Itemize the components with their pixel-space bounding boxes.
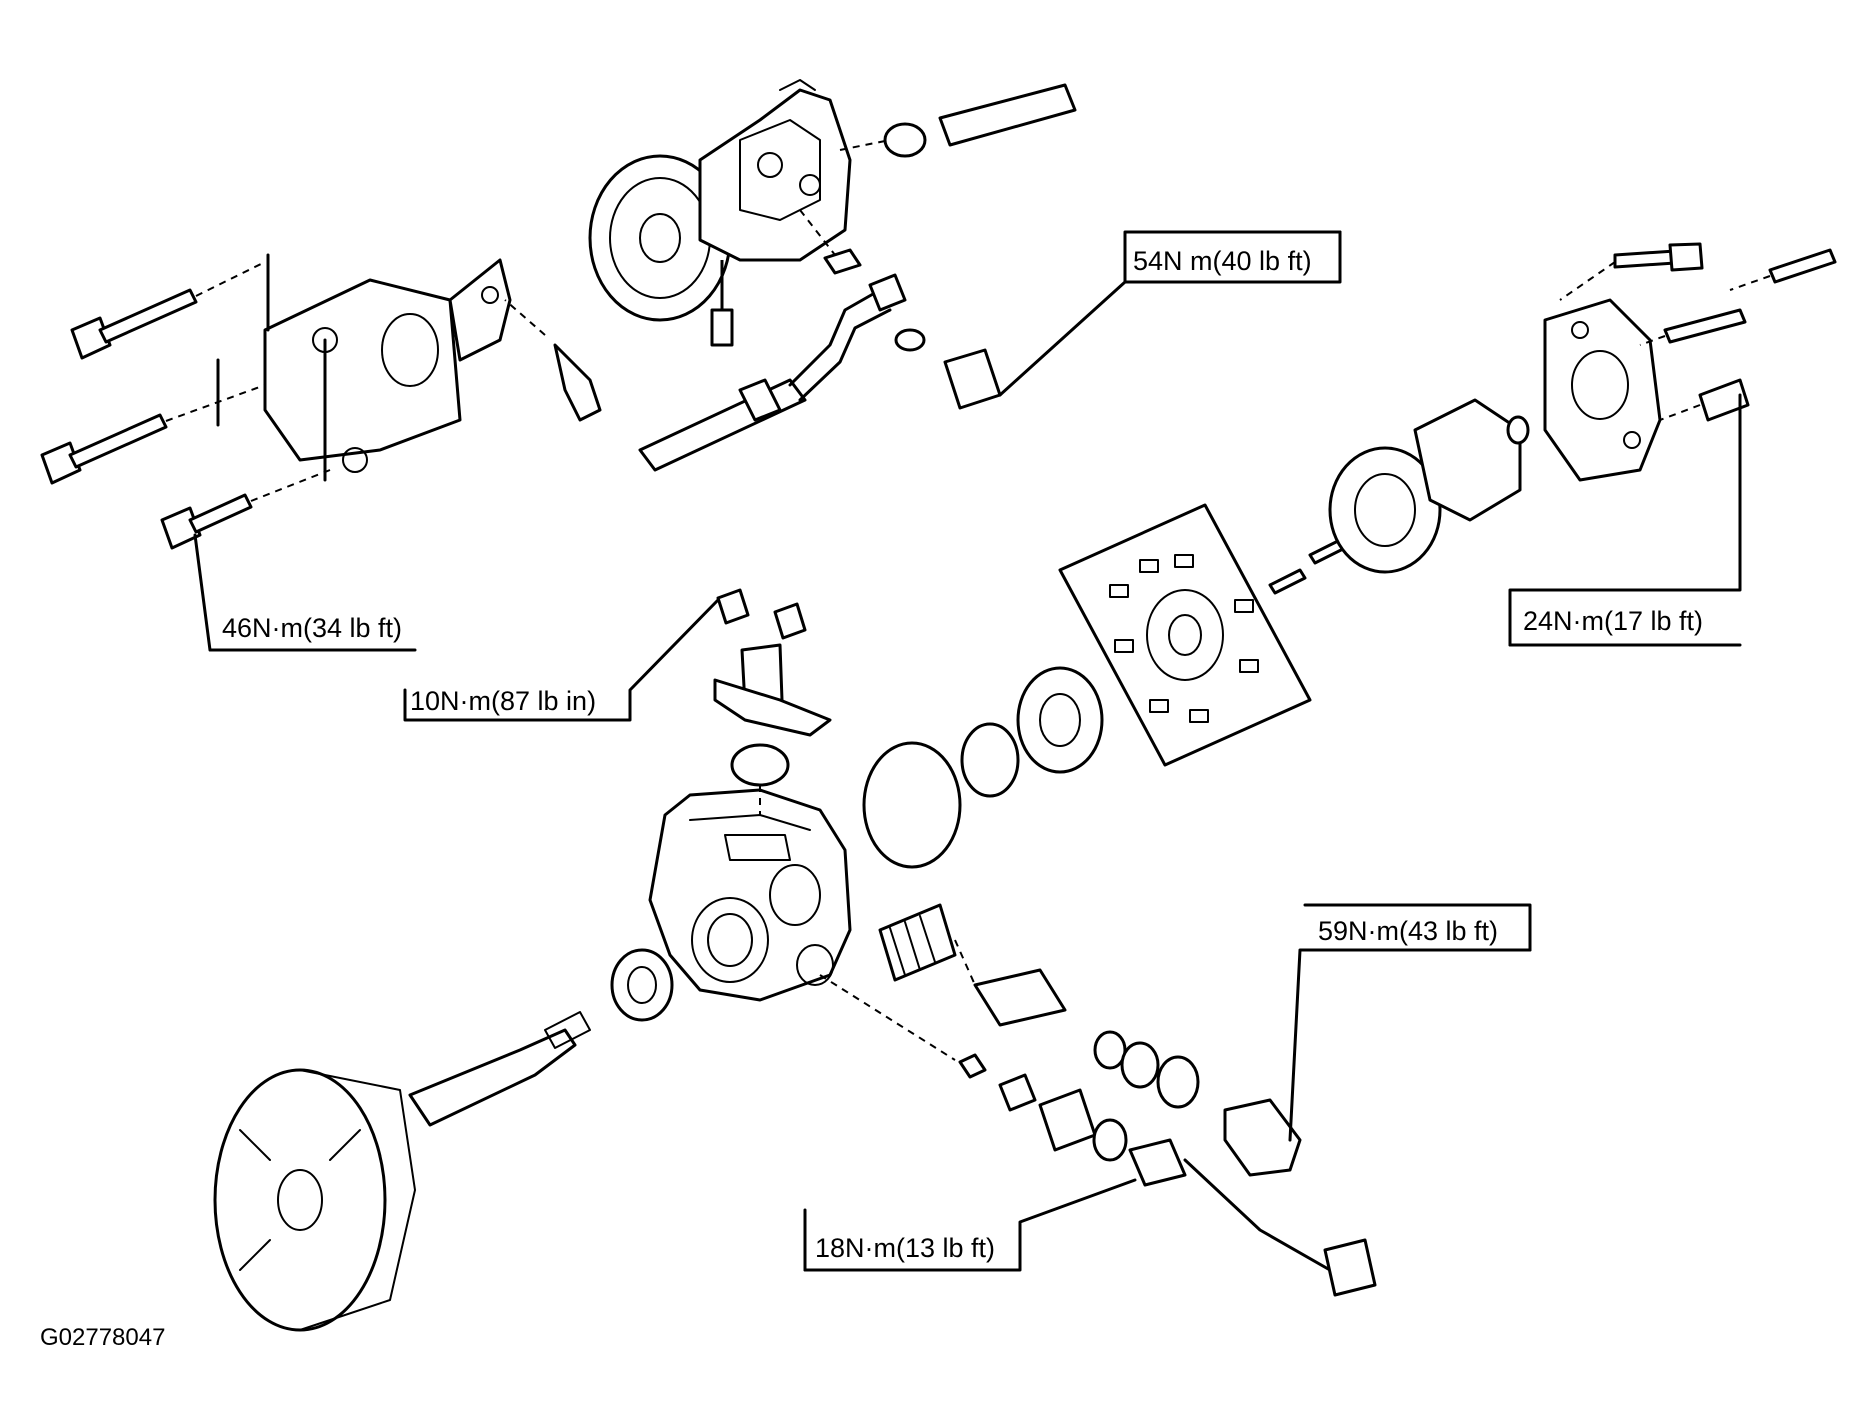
- rotor: [1146, 589, 1224, 681]
- union-bolt: [943, 348, 1002, 410]
- small-gasket: [823, 248, 862, 275]
- pressure-tube: [638, 273, 907, 472]
- rotor-vane-frame: [1058, 503, 1312, 767]
- cam-ring: [1328, 446, 1442, 574]
- suction-port: [713, 588, 832, 815]
- dowel-pin-1: [1268, 568, 1307, 595]
- pressure-tube-eye: [868, 273, 907, 312]
- suction-flange: [713, 678, 832, 737]
- flow-o-ring: [1120, 1041, 1160, 1089]
- flow-plug: [1223, 1098, 1302, 1177]
- flow-control-valve: [878, 903, 1302, 1177]
- drive-pulley: [213, 1068, 416, 1332]
- pump-housing-body: [648, 788, 852, 1002]
- inlet-bolt-1: [716, 588, 750, 625]
- rotor-vane-set: [1058, 503, 1312, 767]
- callout-46nm: 46N·m(34 lb ft): [222, 613, 402, 643]
- assembled-pump: [588, 79, 852, 347]
- cover-bolts: [1559, 242, 1837, 422]
- side-plate: [1016, 666, 1104, 774]
- switch-connector: [1323, 1238, 1377, 1297]
- callout-24nm: 24N·m(17 lb ft): [1523, 606, 1703, 636]
- shaft-seal: [610, 948, 674, 1022]
- callout-18nm: 18N·m(13 lb ft): [815, 1233, 995, 1263]
- flow-washer: [1093, 1030, 1127, 1070]
- pump-housing: [648, 788, 852, 1002]
- union-washer: [894, 328, 926, 352]
- rear-cover: [1543, 298, 1662, 482]
- figure-code: G02778047: [40, 1324, 165, 1351]
- callout-59nm: 59N·m(43 lb ft): [1318, 916, 1498, 946]
- ring-o-ring: [960, 722, 1020, 798]
- pressure-switch: [1128, 1138, 1187, 1187]
- flow-valve: [973, 968, 1067, 1027]
- pump-bracket: [216, 253, 512, 482]
- bracket-plate: [263, 278, 462, 462]
- return-hose: [839, 83, 1077, 158]
- suction-o-ring: [730, 743, 790, 787]
- pulley-face: [213, 1068, 387, 1332]
- rear-cover-body: [1543, 298, 1662, 482]
- pressure-switch-assembly: [819, 974, 1377, 1297]
- callout-54nm: 54N m(40 lb ft): [1133, 246, 1312, 276]
- drive-shaft: [408, 1028, 577, 1127]
- callouts: 46N·m(34 lb ft) 10N·m(87 lb in) 54N m(40…: [193, 230, 1742, 1272]
- return-hose-body: [938, 83, 1077, 147]
- bracket-ear: [448, 258, 512, 362]
- assembled-pump-connector: [710, 260, 734, 347]
- inlet-bolt-2: [773, 602, 807, 640]
- switch-spring: [1038, 1088, 1097, 1152]
- housing-o-ring: [862, 741, 962, 869]
- cover-gasket: [1413, 398, 1522, 522]
- flow-seal: [1156, 1055, 1200, 1109]
- callout-10nm: 10N·m(87 lb in): [410, 686, 596, 716]
- bracket-bolts: [40, 261, 602, 550]
- hose-clamp: [883, 122, 927, 158]
- flow-spring: [878, 903, 957, 982]
- cover-seal: [1506, 415, 1530, 445]
